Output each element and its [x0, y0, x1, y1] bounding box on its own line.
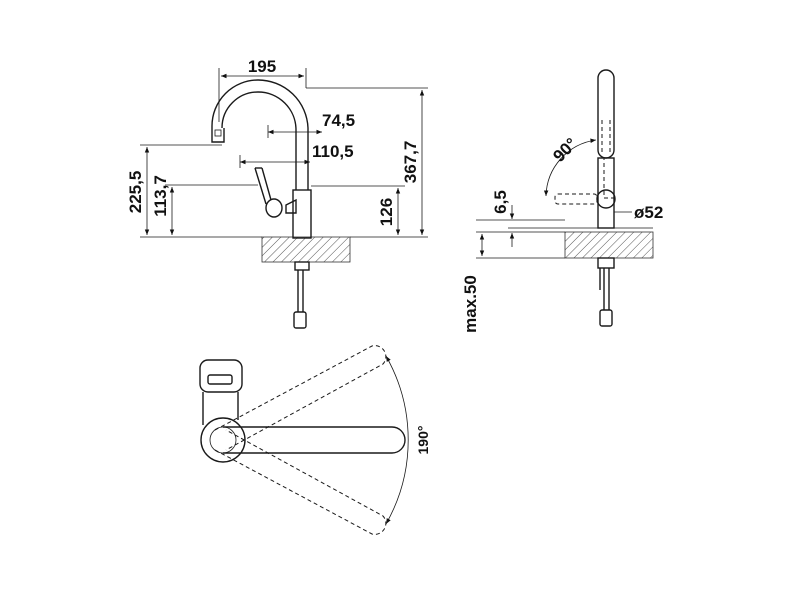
countertop-hatch-front	[564, 231, 654, 259]
countertop-hatch	[261, 236, 351, 263]
lever-top	[199, 359, 243, 393]
spout-inner	[211, 79, 309, 190]
dim-6-5: 6,5	[491, 190, 510, 214]
dim-90-deg: 90°	[549, 134, 581, 166]
dim-126: 126	[377, 198, 396, 226]
dim-113-7: 113,7	[151, 175, 170, 217]
spout-swivel-up	[214, 345, 387, 451]
body-front	[597, 157, 615, 229]
dim-367-7: 367,7	[401, 141, 420, 184]
lever-knob	[265, 198, 283, 218]
hose-fitting-front	[599, 309, 613, 327]
base-top	[200, 417, 246, 463]
dim-74-5: 74,5	[322, 111, 355, 130]
side-view: 195 74,5 110,5 225,5 113,7 126 367,7	[126, 57, 428, 329]
dim-diameter-52: ø52	[634, 203, 663, 222]
dim-max-50: max.50	[461, 275, 480, 333]
spout-front	[597, 69, 615, 159]
dim-195: 195	[248, 57, 276, 76]
dim-110-5: 110,5	[312, 142, 354, 161]
dim-190-deg: 190°	[415, 426, 431, 455]
front-view: 90° 6,5 ø52 max.50	[461, 69, 663, 333]
lever-hub-front	[596, 189, 616, 209]
spout-outer	[221, 91, 297, 190]
spout-head	[211, 126, 225, 143]
aerator	[214, 129, 222, 137]
faucet-body	[292, 189, 312, 239]
hose-fitting	[293, 311, 307, 329]
lever-handle	[254, 167, 267, 205]
lever-rotated	[554, 193, 598, 205]
lever-hub	[285, 198, 297, 214]
top-view: 190°	[199, 345, 431, 535]
spout-swivel-down	[214, 429, 387, 535]
dim-225-5: 225,5	[126, 171, 145, 214]
spout-top	[223, 426, 406, 454]
